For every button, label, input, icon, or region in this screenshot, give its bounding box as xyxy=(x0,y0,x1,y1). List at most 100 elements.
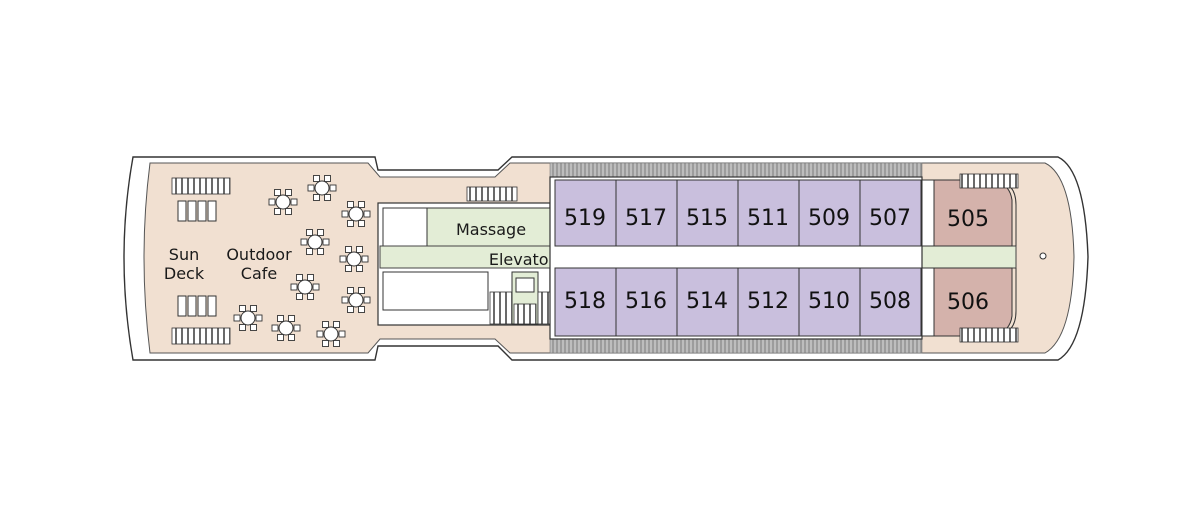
loungers-top xyxy=(177,200,217,222)
suite-number: 505 xyxy=(947,207,989,232)
cabin-519[interactable] xyxy=(554,179,617,247)
storage-room-bottom xyxy=(382,271,489,311)
cabin-number: 512 xyxy=(747,289,789,314)
chair xyxy=(345,265,352,272)
chair xyxy=(250,324,257,331)
chair xyxy=(345,246,352,253)
chair xyxy=(347,287,354,294)
chair xyxy=(358,220,365,227)
cafe-table xyxy=(316,321,346,347)
chair xyxy=(347,220,354,227)
chair xyxy=(239,305,246,312)
chair xyxy=(268,198,276,206)
chair xyxy=(317,248,324,255)
table-top xyxy=(348,292,364,308)
cabin-508[interactable] xyxy=(859,267,922,337)
cafe-table xyxy=(339,246,369,272)
chair xyxy=(356,246,363,253)
bench-aft-bottom xyxy=(171,327,231,345)
chair xyxy=(358,306,365,313)
chair xyxy=(341,210,349,218)
table-top xyxy=(348,206,364,222)
cabin-518[interactable] xyxy=(554,267,617,337)
chair xyxy=(361,255,369,263)
chair xyxy=(313,175,320,182)
suite-partition-top xyxy=(921,179,935,247)
chair xyxy=(322,321,329,328)
chair xyxy=(339,255,347,263)
cabin-number: 509 xyxy=(808,206,850,231)
cabin-number: 519 xyxy=(564,206,606,231)
cafe-table xyxy=(341,287,371,313)
chair xyxy=(347,306,354,313)
cabin-number: 510 xyxy=(808,289,850,314)
chair xyxy=(239,324,246,331)
cabin-516[interactable] xyxy=(615,267,678,337)
chair xyxy=(324,194,331,201)
cafe-table xyxy=(290,274,320,300)
bow-marker xyxy=(1039,252,1047,260)
suite-number: 506 xyxy=(947,290,989,315)
outdoor-cafe-label: Cafe xyxy=(241,264,277,283)
outdoor-cafe-label: Outdoor xyxy=(226,245,292,264)
chair xyxy=(363,210,371,218)
stairs-center xyxy=(513,303,537,325)
elevator-car xyxy=(515,277,535,293)
cabin-507[interactable] xyxy=(859,179,922,247)
chair xyxy=(285,189,292,196)
cabin-514[interactable] xyxy=(676,267,739,337)
cabins-top-row: 519 517 515 511 509 507 xyxy=(554,179,922,247)
bench-forward-top xyxy=(959,173,1019,189)
chair xyxy=(333,340,340,347)
chair xyxy=(233,314,241,322)
chair xyxy=(329,184,337,192)
chair xyxy=(288,334,295,341)
cabins-bottom-row: 518 516 514 512 510 508 xyxy=(554,267,922,337)
massage-label: Massage xyxy=(456,220,526,239)
table-top xyxy=(307,234,323,250)
cabin-number: 507 xyxy=(869,206,911,231)
chair xyxy=(341,296,349,304)
chair xyxy=(317,229,324,236)
chair xyxy=(274,189,281,196)
chair xyxy=(312,283,320,291)
cabin-511[interactable] xyxy=(737,179,800,247)
bench-aft-top xyxy=(171,177,231,195)
table-top xyxy=(275,194,291,210)
cabin-number: 514 xyxy=(686,289,728,314)
chair xyxy=(285,208,292,215)
cafe-table xyxy=(307,175,337,201)
cabin-510[interactable] xyxy=(798,267,861,337)
chair xyxy=(322,340,329,347)
chair xyxy=(255,314,263,322)
chair xyxy=(356,265,363,272)
chair xyxy=(333,321,340,328)
chair xyxy=(296,293,303,300)
railing-bottom xyxy=(549,338,923,354)
chair xyxy=(250,305,257,312)
chair xyxy=(358,201,365,208)
chair xyxy=(347,201,354,208)
chair xyxy=(307,184,315,192)
storage-room-top xyxy=(382,207,428,247)
chair xyxy=(316,330,324,338)
chair xyxy=(324,175,331,182)
table-top xyxy=(346,251,362,267)
table-top xyxy=(278,320,294,336)
chair xyxy=(274,208,281,215)
chair xyxy=(300,238,308,246)
chair xyxy=(277,334,284,341)
cabin-number: 511 xyxy=(747,206,789,231)
cafe-tables xyxy=(233,175,371,347)
sun-deck-label: Sun xyxy=(169,245,199,264)
elevator-label: Elevator xyxy=(489,250,556,269)
cabin-number: 517 xyxy=(625,206,667,231)
cabin-512[interactable] xyxy=(737,267,800,337)
stairs-left xyxy=(489,291,513,325)
chair xyxy=(322,238,330,246)
chair xyxy=(290,283,298,291)
cabin-number: 518 xyxy=(564,289,606,314)
cafe-table xyxy=(300,229,330,255)
chair xyxy=(293,324,301,332)
